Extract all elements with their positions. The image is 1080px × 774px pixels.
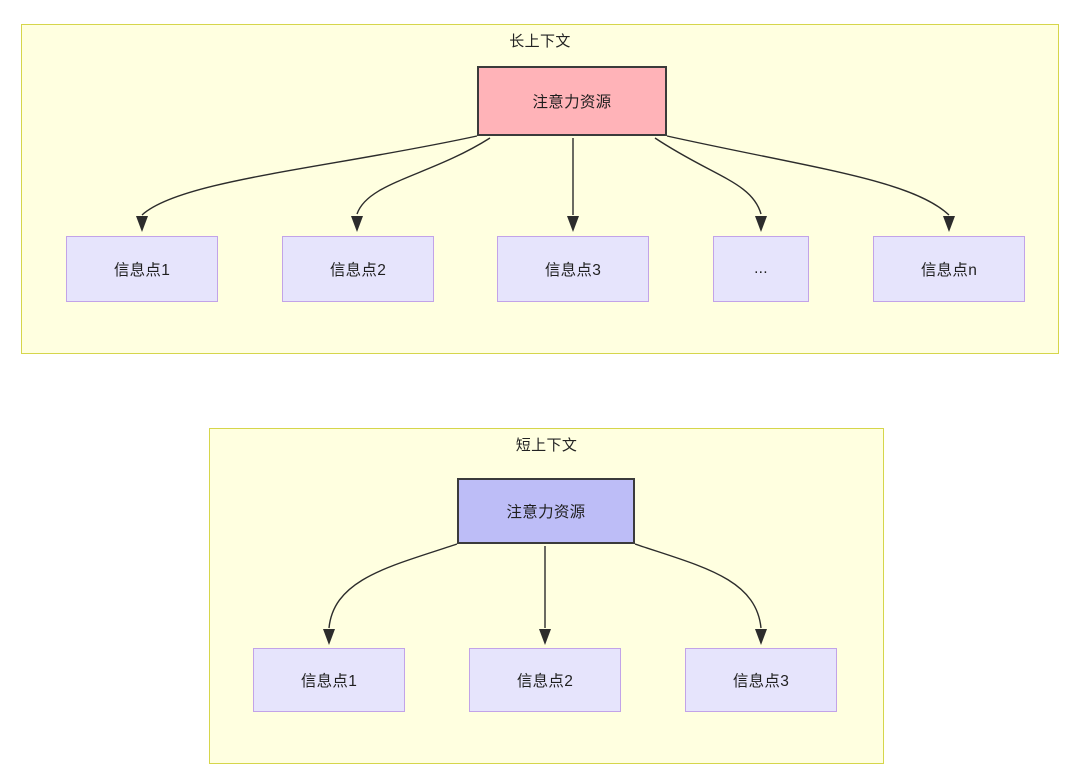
node-info-point-1-long[interactable]: 信息点1 bbox=[66, 236, 218, 302]
panel-short-context-title: 短上下文 bbox=[515, 437, 578, 454]
node-info-point-2-short[interactable]: 信息点2 bbox=[469, 648, 621, 712]
node-attention-resource-short[interactable]: 注意力资源 bbox=[457, 478, 635, 544]
node-info-point-3-long[interactable]: 信息点3 bbox=[497, 236, 649, 302]
panel-long-context-title: 长上下文 bbox=[509, 33, 571, 50]
node-attention-resource-long[interactable]: 注意力资源 bbox=[477, 66, 667, 136]
node-info-point-ellipsis-long[interactable]: ... bbox=[713, 236, 809, 302]
node-info-point-2-long[interactable]: 信息点2 bbox=[282, 236, 434, 302]
node-info-point-3-short[interactable]: 信息点3 bbox=[685, 648, 837, 712]
node-info-point-n-long[interactable]: 信息点n bbox=[873, 236, 1025, 302]
node-info-point-1-short[interactable]: 信息点1 bbox=[253, 648, 405, 712]
